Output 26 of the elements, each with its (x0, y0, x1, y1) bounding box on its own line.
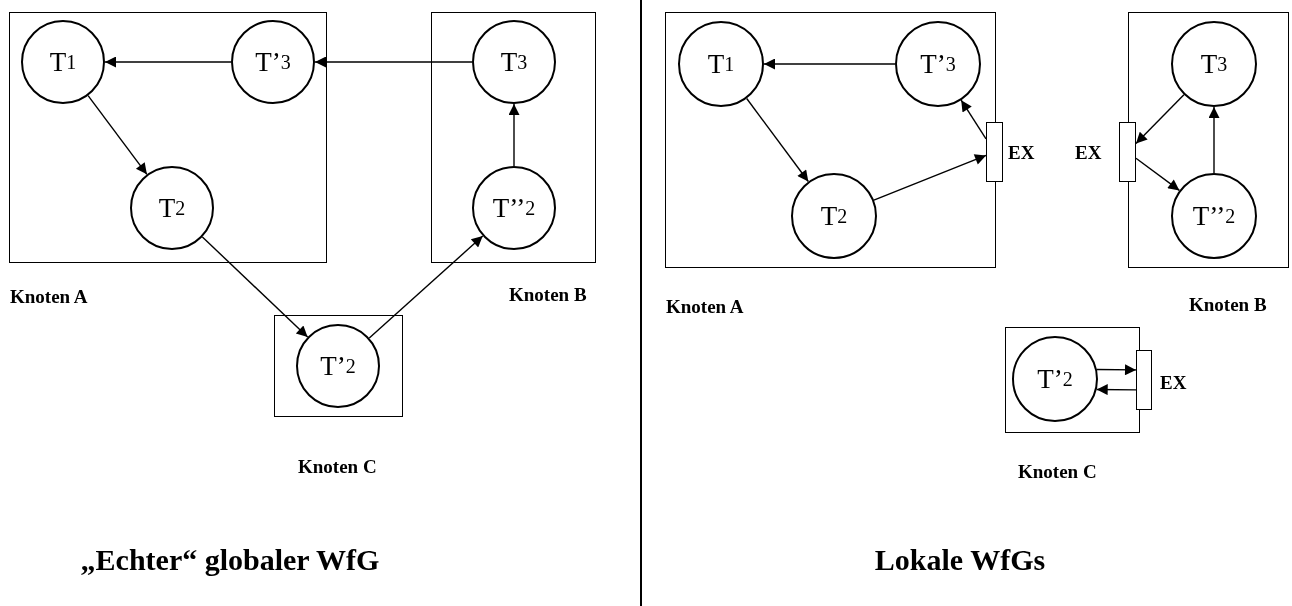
arrow (1208, 106, 1220, 174)
arrow (746, 97, 809, 183)
site-label: Knoten B (1189, 295, 1267, 314)
arrow (314, 56, 473, 68)
arrow (508, 103, 520, 167)
arrow (1096, 364, 1137, 376)
site-label: Knoten B (509, 285, 587, 304)
caption: „Echter“ globaler WfG (80, 545, 380, 575)
site-label: Knoten C (298, 457, 377, 476)
arrow (763, 58, 896, 70)
site-label: Knoten C (1018, 462, 1097, 481)
arrow (1096, 384, 1137, 396)
caption: Lokale WfGs (874, 545, 1046, 575)
external-label: EX (1008, 143, 1035, 162)
arrow (201, 236, 309, 338)
arrow (1135, 157, 1181, 192)
arrow (1135, 94, 1185, 145)
external-label: EX (1160, 373, 1187, 392)
arrow (87, 95, 148, 175)
arrow (873, 154, 987, 201)
site-label: Knoten A (666, 297, 744, 316)
external-label: EX (1075, 143, 1102, 162)
arrow (104, 56, 232, 68)
site-label: Knoten A (10, 287, 88, 306)
arrow (368, 235, 484, 339)
arrow (960, 99, 987, 140)
